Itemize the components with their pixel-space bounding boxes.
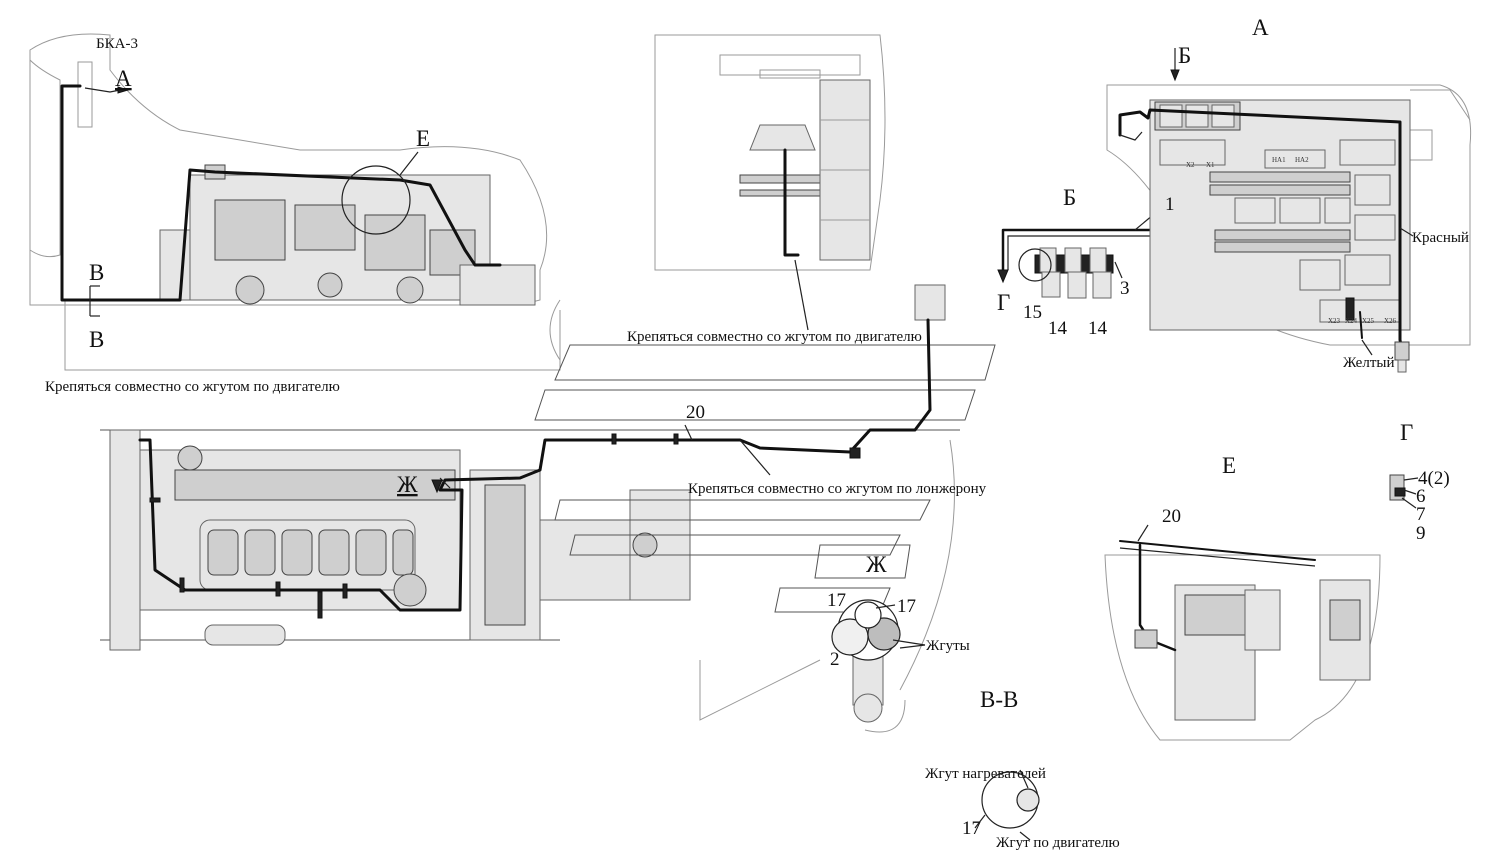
harness-cab	[783, 148, 800, 257]
label-zh-title: Ж	[866, 552, 887, 577]
callout-14a: 14	[1048, 318, 1068, 339]
note-attach-longeron: Крепяться совместно со жгутом по лонжеро…	[688, 481, 987, 497]
harness-clamps	[149, 433, 861, 619]
label-e-ref: Е	[416, 126, 430, 151]
callout-6: 6	[1416, 486, 1426, 507]
callout-14b: 14	[1088, 318, 1108, 339]
harness-left	[60, 84, 502, 302]
harness-panel	[1118, 108, 1404, 352]
label-b-title: Б	[1063, 185, 1076, 210]
detail-e	[1104, 524, 1381, 741]
callout-20a: 20	[686, 402, 705, 423]
callout-4: 4(2)	[1418, 468, 1450, 489]
label-vv-title: В-В	[980, 687, 1018, 712]
panel-mark-x23: X23	[1328, 317, 1341, 325]
section-vv	[974, 769, 1040, 841]
panel-mark-x26: X26	[1384, 317, 1397, 325]
detail-g	[1389, 474, 1419, 509]
label-g-title: Г	[1400, 420, 1413, 445]
note-attach-engine-left: Крепяться совместно со жгутом по двигате…	[45, 379, 340, 395]
callout-9: 9	[1416, 523, 1426, 544]
label-zh-ref: Ж	[397, 472, 418, 497]
cab-side-view	[29, 33, 561, 371]
cab-interior-view	[654, 34, 886, 331]
panel-mark-na2: НА2	[1295, 156, 1309, 164]
callout-7: 7	[1416, 504, 1426, 525]
label-a-ref: А	[115, 66, 132, 91]
callout-3: 3	[1120, 278, 1130, 299]
harness-chassis	[138, 318, 932, 612]
label-heater-harness: Жгут нагревателей	[925, 766, 1046, 782]
callout-20b: 20	[1162, 506, 1181, 527]
callout-1: 1	[1165, 194, 1175, 215]
label-g-ref: Г	[997, 290, 1010, 315]
callout-17b: 17	[897, 596, 916, 617]
panel-mark-x2: X2	[1186, 161, 1195, 169]
label-v-top: В	[89, 260, 104, 285]
callout-17a: 17	[827, 590, 846, 611]
callout-2: 2	[830, 649, 840, 670]
panel-mark-x25: X25	[1362, 317, 1375, 325]
label-harnesses: Жгуты	[926, 638, 970, 654]
label-b-ref: Б	[1178, 43, 1191, 68]
note-attach-engine-center: Крепяться совместно со жгутом по двигате…	[627, 329, 922, 345]
panel-mark-na1: НА1	[1272, 156, 1286, 164]
frame-bands	[534, 299, 996, 733]
engine-side	[159, 164, 536, 306]
detail-e-circle	[341, 165, 411, 235]
label-bka3: БКА-3	[96, 36, 138, 52]
panel-mark-x24: X24	[1345, 317, 1358, 325]
callout-17c: 17	[962, 818, 981, 839]
label-engine-harness: Жгут по двигателю	[996, 835, 1120, 851]
callout-15: 15	[1023, 302, 1042, 323]
label-yellow: Желтый	[1343, 355, 1394, 371]
panel-mark-x1: X1	[1206, 161, 1215, 169]
cylinder-heads	[207, 529, 414, 576]
label-red: Красный	[1412, 230, 1469, 246]
label-a-title: А	[1252, 15, 1269, 40]
chassis-top-view	[100, 284, 996, 733]
label-v-bottom: В	[89, 327, 104, 352]
section-zh	[831, 599, 926, 723]
relay-panel-a	[1106, 48, 1472, 373]
label-e-title: Е	[1222, 453, 1236, 478]
